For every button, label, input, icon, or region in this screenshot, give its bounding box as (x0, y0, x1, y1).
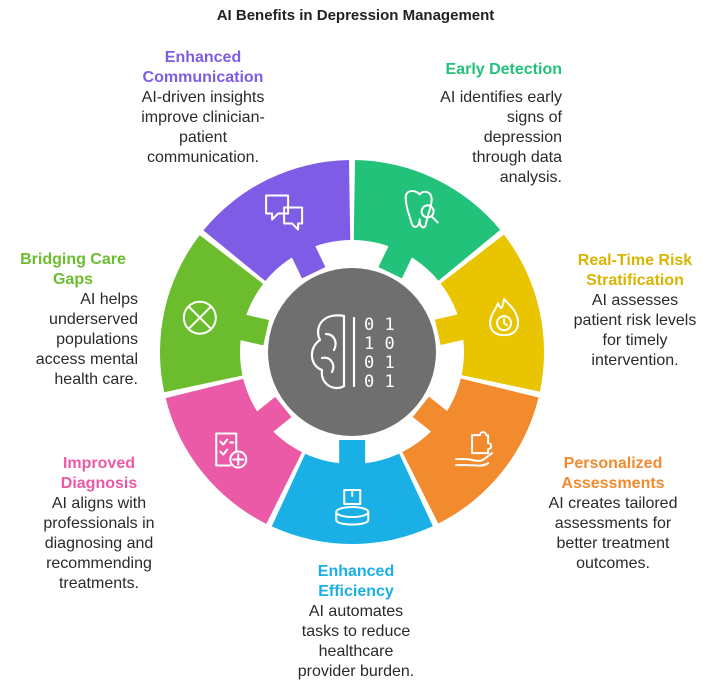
communication-text: AI-driven insights improve clinician- pa… (118, 88, 288, 168)
clipboard-check-icon (215, 432, 248, 469)
segment-communication (203, 160, 351, 282)
early-detection-heading-line: Early Detection (445, 61, 562, 78)
communication-text-line: patient (178, 129, 228, 146)
label-efficiency: Enhanced Efficiency AI automates tasks t… (274, 562, 438, 682)
bridging-text: AI helps underserved populations access … (8, 290, 138, 390)
brain-binary-icon (310, 314, 356, 390)
early-detection-text-line: depression (483, 129, 562, 146)
segment-connector-bridging (232, 312, 270, 346)
label-diagnosis: Improved Diagnosis AI aligns with profes… (24, 454, 174, 594)
efficiency-text-line: healthcare (318, 643, 394, 660)
efficiency-heading-line: Enhanced (317, 563, 395, 580)
real-time-risk-text-line: for timely (602, 332, 668, 349)
diagnosis-text-line: diagnosing and (44, 535, 154, 552)
early-detection-text-line: through data (472, 149, 562, 166)
real-time-risk-text-line: AI assesses (591, 292, 679, 309)
center-hub (268, 268, 436, 436)
center-binary-line: 0 1 (364, 372, 395, 392)
diagnosis-heading-line: Diagnosis (60, 475, 138, 492)
hand-puzzle-icon (455, 431, 494, 467)
early-detection-text: AI identifies early signs of depression … (390, 88, 562, 188)
segment-connector-personalized (412, 396, 455, 437)
center-binary-line: 1 0 (364, 334, 395, 354)
segment-connector-real-time-risk (434, 312, 472, 346)
bridging-text-line: populations (56, 331, 138, 348)
communication-heading-line: Communication (142, 69, 264, 86)
real-time-risk-heading-line: Real-Time Risk (577, 252, 693, 269)
diagram-title: AI Benefits in Depression Management (216, 7, 495, 24)
communication-text-line: improve clinician- (141, 109, 265, 126)
segment-efficiency (271, 453, 433, 545)
circle-x-icon (182, 300, 217, 335)
bridging-text-line: AI helps (80, 291, 138, 308)
communication-text-line: communication. (146, 149, 260, 166)
bridging-text-line: health care. (54, 371, 138, 388)
flame-clock-icon (489, 298, 520, 337)
personalized-text-line: outcomes. (576, 555, 650, 572)
segment-personalized (402, 378, 539, 524)
real-time-risk-text-line: patient risk levels (573, 312, 697, 329)
segment-bridging (160, 235, 264, 393)
efficiency-heading-line: Efficiency (318, 583, 394, 600)
diagnosis-text-line: treatments. (58, 575, 140, 592)
label-personalized: Personalized Assessments AI creates tail… (530, 454, 696, 574)
early-detection-text-line: AI identifies early (440, 89, 562, 106)
bridging-text-line: access mental (35, 351, 138, 368)
efficiency-text-line: tasks to reduce (301, 623, 411, 640)
label-early-detection: Early Detection AI identifies early sign… (390, 60, 562, 188)
communication-heading-line: Enhanced (164, 49, 242, 66)
segment-connector-communication (288, 238, 326, 279)
efficiency-heading: Enhanced Efficiency (274, 562, 438, 602)
segment-connector-early-detection (378, 238, 416, 279)
diagnosis-heading: Improved Diagnosis (24, 454, 174, 494)
real-time-risk-heading: Real-Time Risk Stratification (560, 251, 710, 291)
early-detection-heading: Early Detection (390, 60, 562, 80)
personalized-text: AI creates tailored assessments for bett… (530, 494, 696, 574)
real-time-risk-text-line: intervention. (591, 352, 679, 369)
chat-bubbles-icon (265, 194, 304, 231)
label-communication: Enhanced Communication AI-driven insight… (118, 48, 288, 168)
center-binary-line: 0 1 (364, 315, 395, 335)
center-binary-line: 0 1 (364, 353, 395, 373)
real-time-risk-text: AI assesses patient risk levels for time… (560, 291, 710, 371)
diagnosis-text-line: recommending (46, 555, 152, 572)
efficiency-text-line: provider burden. (297, 663, 415, 680)
bridging-heading-line: Bridging Care (20, 251, 126, 268)
segment-connector-efficiency (339, 439, 366, 473)
diagnosis-text: AI aligns with professionals in diagnosi… (24, 494, 174, 594)
efficiency-text-line: AI automates (308, 603, 404, 620)
personalized-heading-line: Personalized (563, 455, 663, 472)
personalized-text-line: better treatment (556, 535, 670, 552)
label-real-time-risk: Real-Time Risk Stratification AI assesse… (560, 251, 710, 371)
label-bridging: Bridging Care Gaps AI helps underserved … (8, 250, 158, 390)
early-detection-text-line: signs of (506, 109, 562, 126)
personalized-text-line: assessments for (554, 515, 672, 532)
box-stack-icon (335, 488, 370, 526)
efficiency-text: AI automates tasks to reduce healthcare … (274, 602, 438, 682)
communication-text-line: AI-driven insights (141, 89, 265, 106)
personalized-text-line: AI creates tailored (548, 495, 678, 512)
early-detection-text-line: analysis. (499, 169, 562, 186)
tooth-search-icon (404, 190, 439, 229)
personalized-heading-line: Assessments (561, 475, 665, 492)
diagnosis-heading-line: Improved (62, 455, 135, 472)
bridging-text-line: underserved (49, 311, 138, 328)
bridging-heading: Bridging Care Gaps (8, 250, 138, 290)
real-time-risk-heading-line: Stratification (586, 272, 684, 289)
segment-diagnosis (165, 378, 303, 524)
personalized-heading: Personalized Assessments (530, 454, 696, 494)
communication-heading: Enhanced Communication (118, 48, 288, 88)
diagnosis-text-line: professionals in (43, 515, 155, 532)
bridging-heading-line: Gaps (52, 271, 93, 288)
diagnosis-text-line: AI aligns with (51, 495, 147, 512)
segment-connector-diagnosis (250, 396, 292, 438)
